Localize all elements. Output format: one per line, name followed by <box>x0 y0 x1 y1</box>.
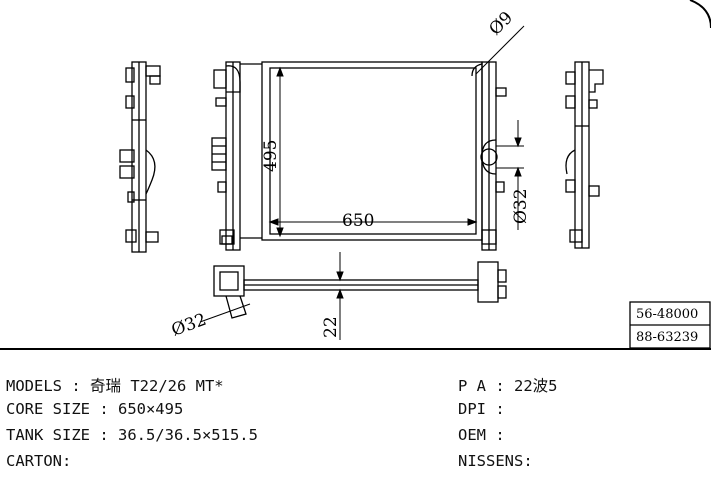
part-number-box: 56-48000 88-63239 <box>629 301 711 349</box>
tube-diameter-label: Ø9 <box>485 8 517 40</box>
carton-line: CARTON: <box>6 452 72 470</box>
dpi-line: DPI : <box>458 400 505 418</box>
spec-sheet: MODELS : 奇瑞 T22/26 MT* CORE SIZE : 650×4… <box>0 360 711 480</box>
core-size-line: CORE SIZE : 650×495 <box>6 400 184 418</box>
left-side-view <box>119 61 161 253</box>
top-view <box>213 261 507 319</box>
dimension-lines <box>268 25 525 238</box>
part-number-2: 88-63239 <box>636 330 698 345</box>
depth-dimension-label: 22 <box>321 316 341 338</box>
right-side-view <box>565 61 604 249</box>
nissens-line: NISSENS: <box>458 452 533 470</box>
outlet-diameter-label: Ø32 <box>511 188 531 224</box>
oem-line: OEM : <box>458 426 505 444</box>
frame-corner-arc <box>689 0 711 29</box>
height-dimension-label: 495 <box>261 140 281 172</box>
front-view <box>211 61 507 251</box>
models-line: MODELS : 奇瑞 T22/26 MT* <box>6 377 224 395</box>
width-dimension-label: 650 <box>342 211 374 231</box>
part-number-1: 56-48000 <box>636 307 698 322</box>
inlet-diameter-label: Ø32 <box>169 310 209 341</box>
radiator-technical-drawing: Ø9 495 650 Ø32 Ø32 22 5 <box>0 0 711 350</box>
bottom-dimension-lines <box>199 252 344 340</box>
pa-line: P A : 22波5 <box>458 377 558 395</box>
tank-size-line: TANK SIZE : 36.5/36.5×515.5 <box>6 426 258 444</box>
